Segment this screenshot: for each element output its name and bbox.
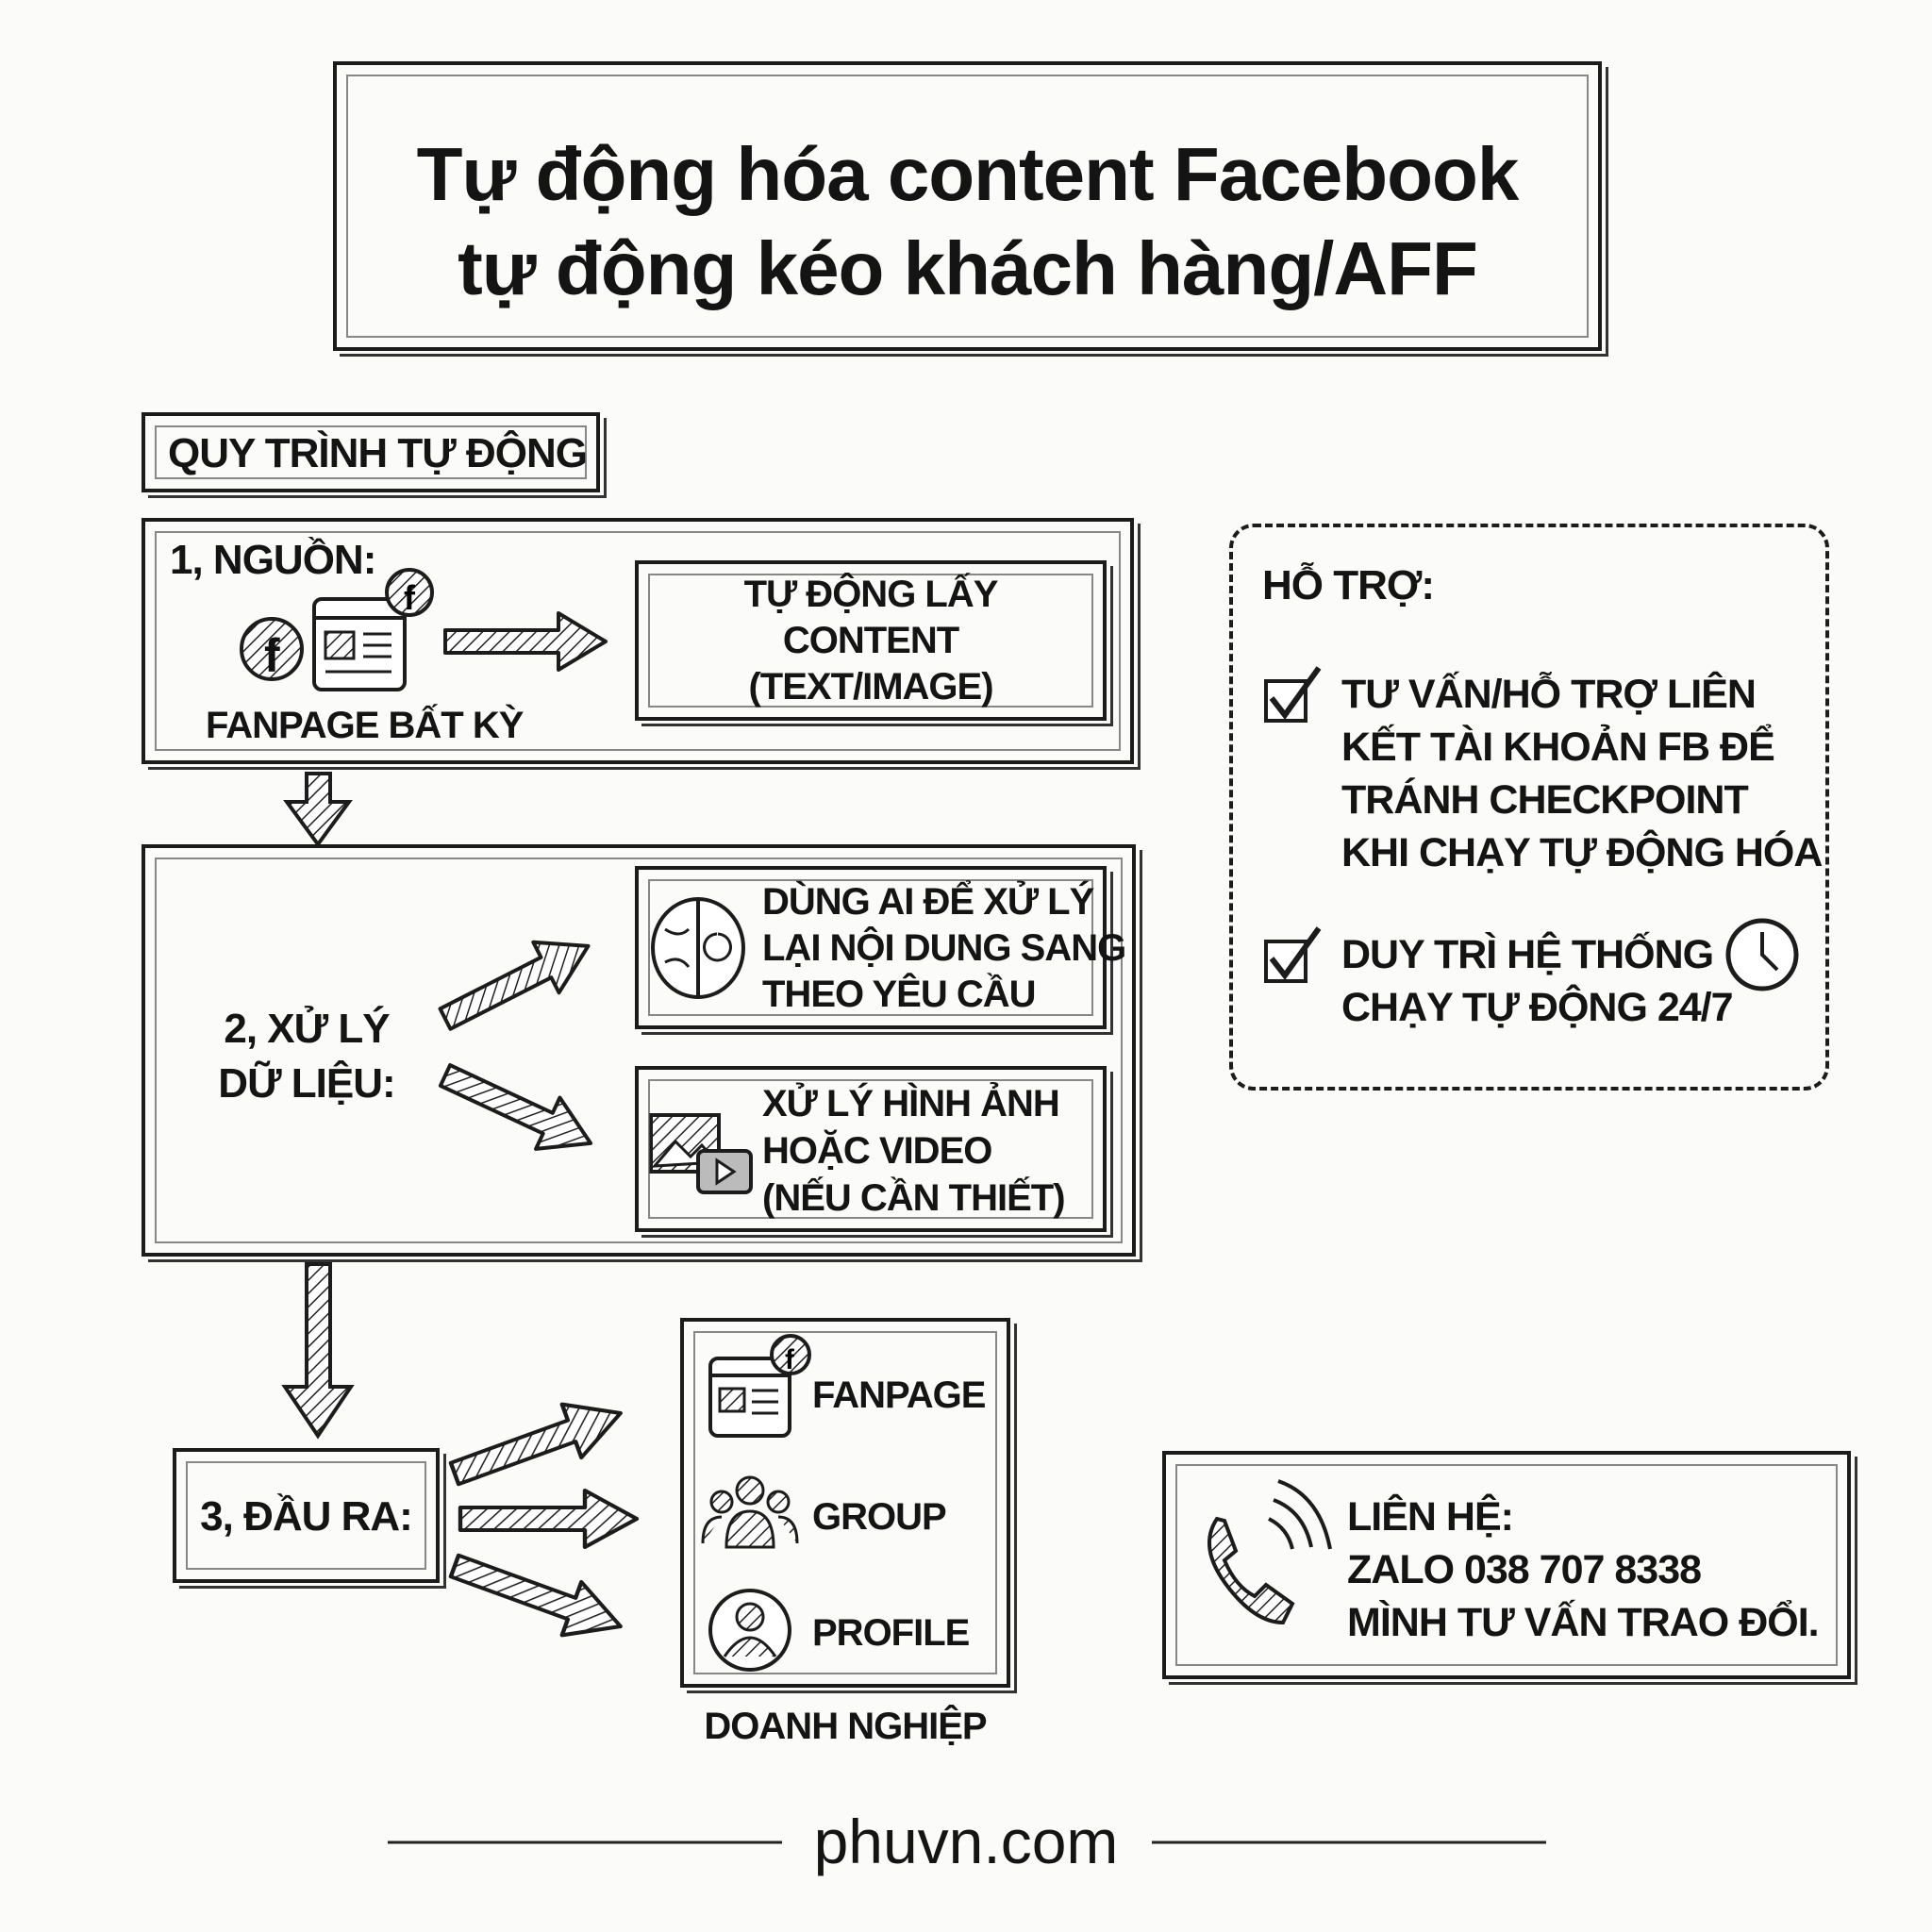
- step3-box: [173, 1448, 440, 1583]
- step1-heading: 1, NGUỒN:: [170, 537, 376, 583]
- text-line: LIÊN HỆ:: [1347, 1494, 1514, 1540]
- arrow-down-1: [283, 772, 353, 848]
- text-line: HOẶC VIDEO: [762, 1130, 992, 1172]
- output-group: GROUP: [812, 1496, 947, 1538]
- step2-heading: 2, XỬ LÝ DỮ LIỆU:: [208, 1002, 406, 1111]
- text-line: (NẾU CẦN THIẾT): [762, 1177, 1066, 1219]
- text-line: TƯ VẤN/HỖ TRỢ LIÊN: [1341, 672, 1757, 717]
- text-line: (TEXT/IMAGE): [748, 666, 993, 708]
- section-label-box: [142, 412, 600, 492]
- title-line-2: tự động kéo khách hàng/AFF: [458, 226, 1478, 310]
- text-line: LẠI NỘI DUNG SANG: [762, 927, 1126, 969]
- zalo-phone: ZALO 038 707 8338: [1347, 1547, 1702, 1592]
- text-line: DÙNG AI ĐỂ XỬ LÝ: [762, 881, 1094, 923]
- text-line: KHI CHẠY TỰ ĐỘNG HÓA: [1341, 830, 1823, 875]
- support-heading: HỖ TRỢ:: [1262, 562, 1435, 608]
- step2-box: [142, 844, 1136, 1257]
- text-line: MÌNH TƯ VẤN TRAO ĐỔI.: [1347, 1600, 1820, 1645]
- section-label: QUY TRÌNH TỰ ĐỘNG: [168, 430, 588, 476]
- text-line: TRÁNH CHECKPOINT: [1341, 777, 1749, 823]
- text-line: CHẠY TỰ ĐỘNG 24/7: [1341, 985, 1734, 1030]
- arrow-to-fanpage: [445, 1387, 630, 1500]
- outputs-box: [680, 1318, 1010, 1688]
- text-line: DUY TRÌ HỆ THỐNG: [1341, 932, 1714, 977]
- page-title: Tự động hóa content Facebook tự động kéo …: [333, 127, 1602, 316]
- arrow-to-profile: [445, 1540, 630, 1653]
- fetch-content-box: [635, 560, 1107, 721]
- source-label: FANPAGE BẤT KỲ: [206, 705, 524, 746]
- text-line: DỮ LIỆU:: [218, 1060, 395, 1107]
- media-process-text: XỬ LÝ HÌNH ẢNH HOẶC VIDEO (NẾU CẦN THIẾT): [762, 1080, 1066, 1222]
- footer-website[interactable]: phuvn.com: [813, 1807, 1119, 1876]
- media-process-box: [635, 1066, 1107, 1232]
- title-line-1: Tự động hóa content Facebook: [416, 132, 1520, 216]
- text-line: THEO YÊU CẦU: [762, 974, 1037, 1015]
- title-box: [333, 61, 1602, 351]
- output-fanpage: FANPAGE: [812, 1374, 986, 1416]
- text-line: TỰ ĐỘNG LẤY: [743, 574, 999, 615]
- arrow-to-group: [460, 1491, 637, 1547]
- output-profile: PROFILE: [812, 1612, 970, 1654]
- support-item: TƯ VẤN/HỖ TRỢ LIÊN KẾT TÀI KHOẢN FB ĐỂ TRÁ…: [1341, 668, 1823, 879]
- text-line: CONTENT: [782, 620, 959, 661]
- fetch-content-text: TỰ ĐỘNG LẤY CONTENT (TEXT/IMAGE): [635, 572, 1107, 710]
- ai-process-box: [635, 866, 1107, 1029]
- text-line: 2, XỬ LÝ: [224, 1006, 390, 1052]
- step3-heading: 3, ĐẦU RA:: [200, 1493, 413, 1540]
- contact-box: [1162, 1451, 1851, 1679]
- support-item: DUY TRÌ HỆ THỐNG CHẠY TỰ ĐỘNG 24/7: [1341, 928, 1734, 1034]
- arrow-down-2: [281, 1262, 355, 1440]
- step1-box: [142, 518, 1134, 764]
- text-line: XỬ LÝ HÌNH ẢNH: [762, 1083, 1060, 1124]
- outputs-caption: DOANH NGHIỆP: [704, 1706, 987, 1747]
- text-line: KẾT TÀI KHOẢN FB ĐỂ: [1341, 724, 1775, 770]
- support-box: [1229, 524, 1829, 1091]
